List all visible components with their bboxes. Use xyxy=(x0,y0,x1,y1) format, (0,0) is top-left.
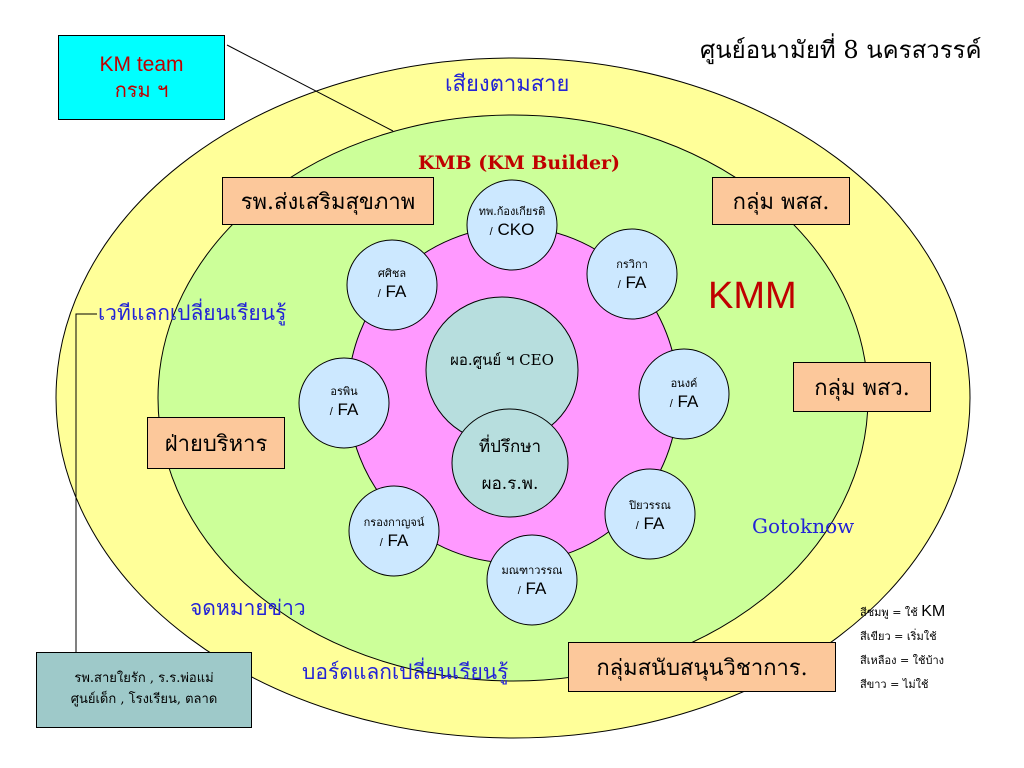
outer-ring-label: เสียงตามสาย xyxy=(445,72,570,97)
node-name: ศศิชล xyxy=(377,267,407,280)
node-name: มณฑาวรรณ xyxy=(501,564,563,577)
group-pss-box: กลุ่ม พสส. xyxy=(712,177,850,225)
node-slash: / xyxy=(517,585,521,597)
advisor-circle xyxy=(451,408,569,518)
node-circle-piyawan xyxy=(604,468,696,560)
km-team-line2: กรม ฯ xyxy=(114,78,169,103)
node-orapin: อรพิน / FA xyxy=(299,382,389,420)
node-circle-cko xyxy=(466,179,558,271)
node-circle-orapin xyxy=(298,357,390,449)
kmm-label: KMM xyxy=(708,275,797,317)
node-circle-monthawan xyxy=(486,534,578,626)
support-box: กลุ่มสนับสนุนวิชาการ. xyxy=(568,642,836,692)
node-korawika: กรวิกา / FA xyxy=(587,255,677,293)
hospital-box: รพ.ส่งเสริมสุขภาพ xyxy=(222,177,434,225)
community-line1: รพ.สายใยรัก , ร.ร.พ่อแม่ xyxy=(74,671,214,687)
legend-item: สีเหลือง = ใช้บ้าง xyxy=(860,654,945,667)
node-name: อรพิน xyxy=(330,385,358,398)
node-role: CKO xyxy=(497,220,535,239)
community-line2: ศูนย์เด็ก , โรงเรียน, ตลาด xyxy=(70,692,218,707)
node-name: ทพ.ก้องเกียรติ xyxy=(478,205,546,218)
advisor-label-2: ผอ.ร.พ. xyxy=(481,474,539,494)
node-role: FA xyxy=(525,579,547,598)
gotoknow-label: Gotoknow xyxy=(752,514,855,538)
node-slash: / xyxy=(329,406,333,418)
ceo-label: ผอ.ศูนย์ ฯ CEO xyxy=(450,351,554,369)
node-slash: / xyxy=(669,398,673,410)
node-slash: / xyxy=(489,226,493,238)
node-role: FA xyxy=(387,531,409,550)
node-role: FA xyxy=(385,282,407,301)
page-title: ศูนย์อนามัยที่ 8 นครสวรรค์ xyxy=(700,36,982,64)
node-monthawan: มณฑาวรรณ / FA xyxy=(487,561,577,599)
node-anong: อนงค์ / FA xyxy=(639,374,729,412)
node-sasichon: ศศิชล / FA xyxy=(347,264,437,302)
node-role: FA xyxy=(337,400,359,419)
km-team-connector xyxy=(226,44,394,132)
node-circle-krongkan xyxy=(348,485,440,577)
legend: สีชมพู = ใช้ KM สีเขียว = เริ่มใช้ สีเหล… xyxy=(860,600,945,697)
node-slash: / xyxy=(379,537,383,549)
km-team-box: KM team กรม ฯ xyxy=(58,35,225,120)
node-slash: / xyxy=(635,520,639,532)
forum-label: เวทีแลกเปลี่ยนเรียนรู้ xyxy=(98,301,287,325)
node-slash: / xyxy=(377,288,381,300)
legend-item: สีขาว = ไม่ใช้ xyxy=(860,678,929,691)
node-name: อนงค์ xyxy=(670,377,698,390)
node-krongkan: กรองกาญจน์ / FA xyxy=(349,513,439,551)
km-team-line1: KM team xyxy=(99,52,184,76)
node-role: FA xyxy=(677,392,699,411)
group-psw-box: กลุ่ม พสว. xyxy=(793,362,931,412)
advisor-label-1: ที่ปรึกษา xyxy=(478,437,542,457)
node-circle-anong xyxy=(638,348,730,440)
node-name: ปิยวรรณ xyxy=(629,499,671,512)
admin-box: ฝ่ายบริหาร xyxy=(147,417,285,469)
node-cko: ทพ.ก้องเกียรติ / CKO xyxy=(467,202,557,240)
board-label: บอร์ดแลกเปลี่ยนเรียนรู้ xyxy=(302,660,509,684)
legend-item: สีชมพู = ใช้ KM xyxy=(860,603,946,620)
newsletter-label: จดหมายข่าว xyxy=(190,596,306,620)
forum-connector xyxy=(75,313,97,655)
legend-item: สีเขียว = เริ่มใช้ xyxy=(860,630,937,643)
node-role: FA xyxy=(625,273,647,292)
community-box: รพ.สายใยรัก , ร.ร.พ่อแม่ ศูนย์เด็ก , โรง… xyxy=(36,652,252,728)
node-circle-sasichon xyxy=(346,239,438,331)
kmb-label: KMB (KM Builder) xyxy=(418,152,621,174)
node-name: กรองกาญจน์ xyxy=(363,516,425,529)
node-piyawan: ปิยวรรณ / FA xyxy=(605,496,695,534)
node-circle-korawika xyxy=(586,228,678,320)
node-name: กรวิกา xyxy=(616,258,648,271)
node-slash: / xyxy=(617,279,621,291)
node-role: FA xyxy=(643,514,665,533)
